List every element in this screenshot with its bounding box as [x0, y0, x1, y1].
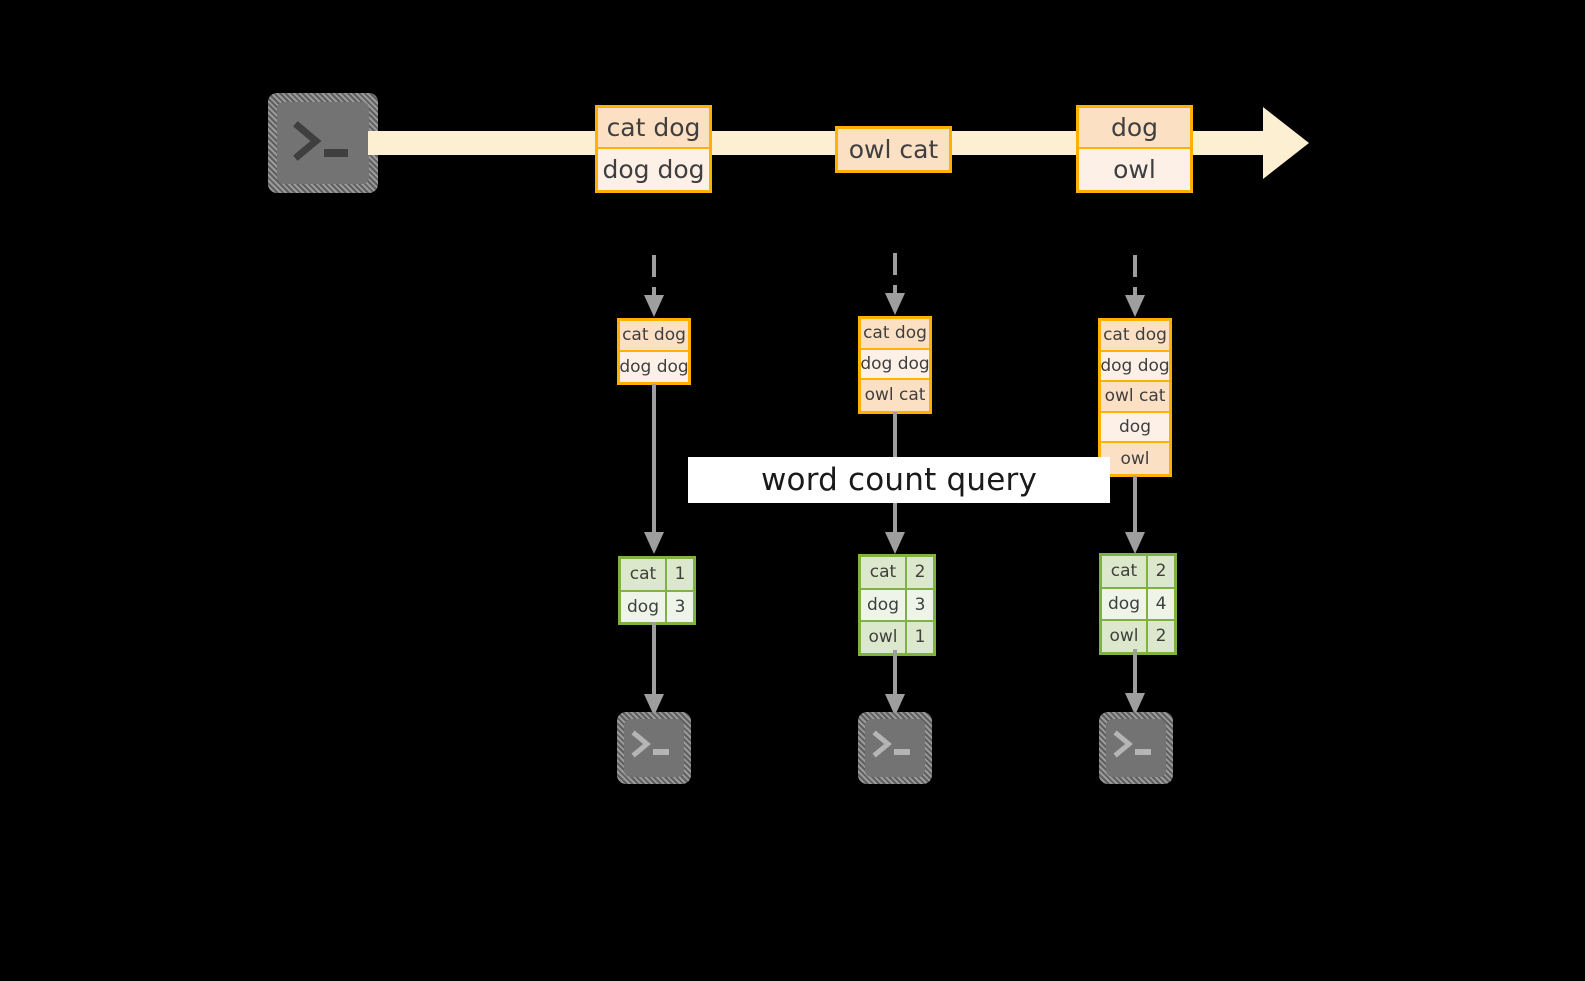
result-word: cat: [861, 557, 907, 588]
result-count: 1: [667, 559, 693, 590]
input-line: owl cat: [861, 380, 929, 411]
terminal-prompt-glyph: [872, 730, 910, 758]
table-row: owl 1: [861, 622, 933, 653]
snapshot-3-sink-terminal-icon: [1099, 712, 1173, 784]
input-line: cat dog: [620, 321, 688, 352]
input-line: dog dog: [1100, 351, 1170, 383]
stream-event-line: cat dog: [598, 108, 709, 149]
stream-event-3[interactable]: dog owl: [1076, 105, 1193, 193]
terminal-face: [624, 719, 684, 777]
terminal-face: [1106, 719, 1166, 777]
table-row: cat 2: [861, 557, 933, 590]
terminal-prompt-glyph: [293, 121, 348, 161]
sink-connector-2: [885, 650, 905, 716]
input-line: owl: [1101, 443, 1169, 474]
input-line: dog dog: [860, 349, 930, 381]
stream-source-terminal-icon: [268, 93, 378, 193]
result-word: owl: [861, 622, 907, 653]
dashed-connector-1: [644, 255, 664, 317]
result-word: dog: [861, 589, 907, 621]
sink-connector-1: [644, 622, 664, 716]
table-row: dog 3: [621, 591, 693, 623]
terminal-prompt-glyph: [631, 730, 669, 758]
terminal-prompt-glyph: [1113, 730, 1151, 758]
result-count: 3: [907, 589, 933, 621]
input-line: owl cat: [1101, 382, 1169, 413]
query-banner: word count query: [688, 457, 1110, 503]
snapshot-2-result-table[interactable]: cat 2 dog 3 owl 1: [858, 554, 936, 656]
table-row: owl 2: [1102, 621, 1174, 652]
stream-event-line: dog dog: [598, 149, 709, 190]
sink-connector-3: [1125, 649, 1145, 715]
dashed-connector-3: [1125, 255, 1145, 317]
snapshot-2-sink-terminal-icon: [858, 712, 932, 784]
input-line: cat dog: [861, 319, 929, 350]
result-count: 1: [907, 622, 933, 653]
query-connector-3: [1125, 476, 1145, 554]
result-word: cat: [1102, 556, 1148, 587]
snapshot-3-result-table[interactable]: cat 2 dog 4 owl 2: [1099, 553, 1177, 655]
snapshot-3-input-table[interactable]: cat dog dog dog owl cat dog owl: [1098, 318, 1172, 477]
input-line: dog: [1101, 412, 1169, 444]
snapshot-1-sink-terminal-icon: [617, 712, 691, 784]
query-connector-1: [644, 384, 664, 554]
result-count: 2: [1148, 556, 1174, 587]
stream-event-line: dog: [1079, 108, 1190, 149]
snapshot-1-input-table[interactable]: cat dog dog dog: [617, 318, 691, 386]
table-row: cat 1: [621, 559, 693, 592]
terminal-face: [865, 719, 925, 777]
result-word: cat: [621, 559, 667, 590]
snapshot-2-input-table[interactable]: cat dog dog dog owl cat: [858, 316, 932, 414]
terminal-face: [277, 102, 369, 184]
stream-event-1[interactable]: cat dog dog dog: [595, 105, 712, 193]
result-word: dog: [1102, 588, 1148, 620]
stream-event-line: owl cat: [838, 129, 949, 170]
stream-event-2[interactable]: owl cat: [835, 126, 952, 173]
result-count: 2: [1148, 621, 1174, 652]
result-count: 3: [667, 591, 693, 623]
result-count: 2: [907, 557, 933, 588]
result-word: dog: [621, 591, 667, 623]
result-word: owl: [1102, 621, 1148, 652]
stream-event-line: owl: [1079, 149, 1190, 190]
table-row: dog 4: [1102, 588, 1174, 622]
result-count: 4: [1148, 588, 1174, 620]
table-row: dog 3: [861, 589, 933, 623]
snapshot-1-result-table[interactable]: cat 1 dog 3: [618, 556, 696, 626]
dashed-connector-2: [885, 253, 905, 315]
input-line: dog dog: [619, 351, 689, 383]
table-row: cat 2: [1102, 556, 1174, 589]
input-line: cat dog: [1101, 321, 1169, 352]
